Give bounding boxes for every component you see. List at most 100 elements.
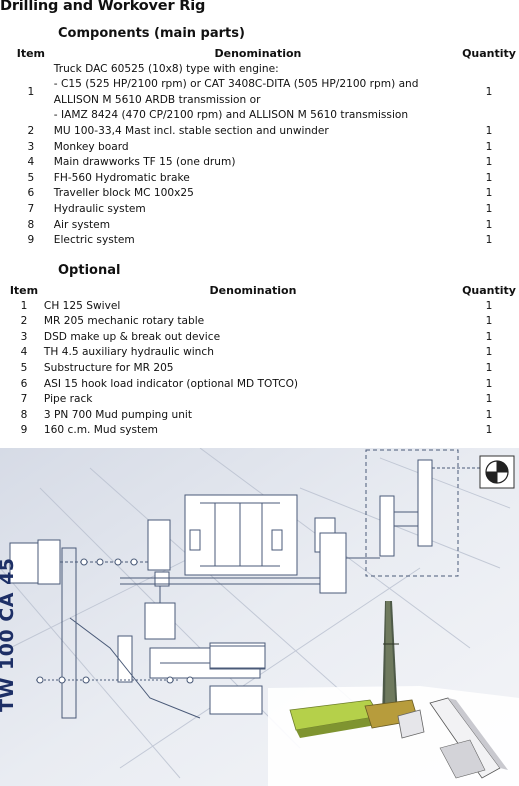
components-row-item: 3 <box>27 140 35 153</box>
optional-table-row: 1 CH 125 Swivel 1 <box>4 299 516 315</box>
components-row-denomination-line: - IAMZ 8424 (470 CP/2100 rpm) and ALLISO… <box>53 109 409 122</box>
optional-row-denomination-line: CH 125 Swivel <box>43 299 121 312</box>
optional-table-row: 8 3 PN 700 Mud pumping unit 1 <box>4 408 516 424</box>
components-row-item: 1 <box>27 85 35 98</box>
components-row-denomination: Main drawworks TF 15 (one drum) <box>54 155 462 171</box>
optional-row-denomination: 3 PN 700 Mud pumping unit <box>44 408 462 424</box>
components-table-row: 9 Electric system 1 <box>8 233 516 249</box>
optional-row-denomination: ASI 15 hook load indicator (optional MD … <box>44 377 462 393</box>
optional-row-item: 6 <box>20 377 28 390</box>
optional-row-denomination: CH 125 Swivel <box>44 299 462 315</box>
flow-direction-symbol <box>479 455 515 489</box>
components-row-quantity: 1 <box>485 140 493 153</box>
optional-row-item: 7 <box>20 393 28 406</box>
optional-header-item: Item <box>9 284 39 297</box>
optional-row-quantity: 1 <box>485 346 493 359</box>
components-header-quantity: Quantity <box>462 47 516 60</box>
components-row-quantity: 1 <box>485 156 493 169</box>
components-row-denomination-line: - C15 (525 HP/2100 rpm) or CAT 3408C-DIT… <box>53 78 419 91</box>
components-header-item: Item <box>16 47 46 60</box>
components-row-denomination: MU 100-33,4 Mast incl. stable section an… <box>54 124 462 140</box>
components-row-quantity: 1 <box>485 85 493 98</box>
components-row-denomination-line: Traveller block MC 100x25 <box>53 187 194 200</box>
components-row-denomination-line: FH-560 Hydromatic brake <box>53 171 190 184</box>
components-row-denomination-line: Main drawworks TF 15 (one drum) <box>53 156 236 169</box>
optional-row-item: 5 <box>20 361 28 374</box>
components-row-denomination-line: Truck DAC 60525 (10x8) type with engine: <box>53 62 279 75</box>
optional-header-denomination: Denomination <box>209 284 297 297</box>
optional-row-quantity: 1 <box>485 330 493 343</box>
components-row-denomination: Truck DAC 60525 (10x8) type with engine:… <box>54 62 462 124</box>
optional-row-denomination: DSD make up & break out device <box>44 330 462 346</box>
components-row-quantity: 1 <box>485 234 493 247</box>
optional-row-denomination: 160 c.m. Mud system <box>44 423 462 439</box>
components-row-item: 7 <box>27 202 35 215</box>
optional-row-quantity: 1 <box>485 393 493 406</box>
optional-row-denomination-line: 3 PN 700 Mud pumping unit <box>43 408 193 421</box>
optional-row-denomination-line: TH 4.5 auxiliary hydraulic winch <box>43 346 214 359</box>
components-row-quantity: 1 <box>485 218 493 231</box>
components-row-item: 8 <box>27 218 35 231</box>
optional-row-denomination-line: 160 c.m. Mud system <box>43 424 159 437</box>
components-table-row: 3 Monkey board 1 <box>8 140 516 156</box>
optional-table-row: 3 DSD make up & break out device 1 <box>4 330 516 346</box>
rig-schematic-illustration <box>0 448 519 786</box>
optional-row-quantity: 1 <box>485 315 493 328</box>
components-row-item: 6 <box>27 187 35 200</box>
optional-table-row: 2 MR 205 mechanic rotary table 1 <box>4 314 516 330</box>
optional-row-item: 3 <box>20 330 28 343</box>
optional-table-row: 4 TH 4.5 auxiliary hydraulic winch 1 <box>4 345 516 361</box>
components-table-row: 6 Traveller block MC 100x25 1 <box>8 186 516 202</box>
optional-table-row: 5 Substructure for MR 205 1 <box>4 361 516 377</box>
optional-row-item: 9 <box>20 424 28 437</box>
components-row-denomination-line: Electric system <box>53 234 135 247</box>
optional-row-quantity: 1 <box>485 361 493 374</box>
optional-row-denomination: Substructure for MR 205 <box>44 361 462 377</box>
components-row-denomination: FH-560 Hydromatic brake <box>54 171 462 187</box>
optional-row-denomination: TH 4.5 auxiliary hydraulic winch <box>44 345 462 361</box>
page-title: Drilling and Workover Rig <box>0 0 206 14</box>
optional-row-denomination: MR 205 mechanic rotary table <box>44 314 462 330</box>
components-row-item: 9 <box>27 234 35 247</box>
optional-row-item: 1 <box>20 299 28 312</box>
optional-row-item: 4 <box>20 346 28 359</box>
optional-row-quantity: 1 <box>485 408 493 421</box>
components-row-denomination-line: Monkey board <box>53 140 129 153</box>
components-row-item: 4 <box>27 156 35 169</box>
components-row-denomination-line: MU 100-33,4 Mast incl. stable section an… <box>53 124 329 137</box>
components-table: Item Denomination Quantity 1 Truck DAC 60… <box>8 46 516 249</box>
optional-row-denomination-line: ASI 15 hook load indicator (optional MD … <box>43 377 299 390</box>
components-title: Components (main parts) <box>58 26 245 41</box>
components-row-denomination-line: ALLISON M 5610 ARDB transmission or <box>53 93 261 106</box>
components-header-row: Item Denomination Quantity <box>8 46 516 62</box>
optional-row-quantity: 1 <box>485 299 493 312</box>
components-table-row: 5 FH-560 Hydromatic brake 1 <box>8 171 516 187</box>
model-side-label: TW 100 CA 45 <box>0 557 18 712</box>
optional-row-denomination-line: MR 205 mechanic rotary table <box>43 315 205 328</box>
optional-table-row: 6 ASI 15 hook load indicator (optional MD… <box>4 377 516 393</box>
components-row-denomination-line: Hydraulic system <box>53 202 146 215</box>
components-header-denomination: Denomination <box>214 47 302 60</box>
components-row-denomination-line: Air system <box>53 218 111 231</box>
components-row-denomination: Monkey board <box>54 140 462 156</box>
components-row-denomination: Electric system <box>54 233 462 249</box>
components-row-quantity: 1 <box>485 187 493 200</box>
rig-3d-render <box>268 601 519 786</box>
optional-row-item: 2 <box>20 315 28 328</box>
components-row-quantity: 1 <box>485 171 493 184</box>
components-row-item: 2 <box>27 124 35 137</box>
components-row-denomination: Air system <box>54 218 462 234</box>
components-row-quantity: 1 <box>485 124 493 137</box>
optional-header-row: Item Denomination Quantity <box>4 283 516 299</box>
optional-row-item: 8 <box>20 408 28 421</box>
components-row-item: 5 <box>27 171 35 184</box>
components-table-row: 8 Air system 1 <box>8 218 516 234</box>
optional-row-denomination: Pipe rack <box>44 392 462 408</box>
components-row-denomination: Hydraulic system <box>54 202 462 218</box>
components-row-denomination: Traveller block MC 100x25 <box>54 186 462 202</box>
optional-row-quantity: 1 <box>485 377 493 390</box>
optional-row-denomination-line: DSD make up & break out device <box>43 330 221 343</box>
schematic-drive-line <box>9 449 480 719</box>
